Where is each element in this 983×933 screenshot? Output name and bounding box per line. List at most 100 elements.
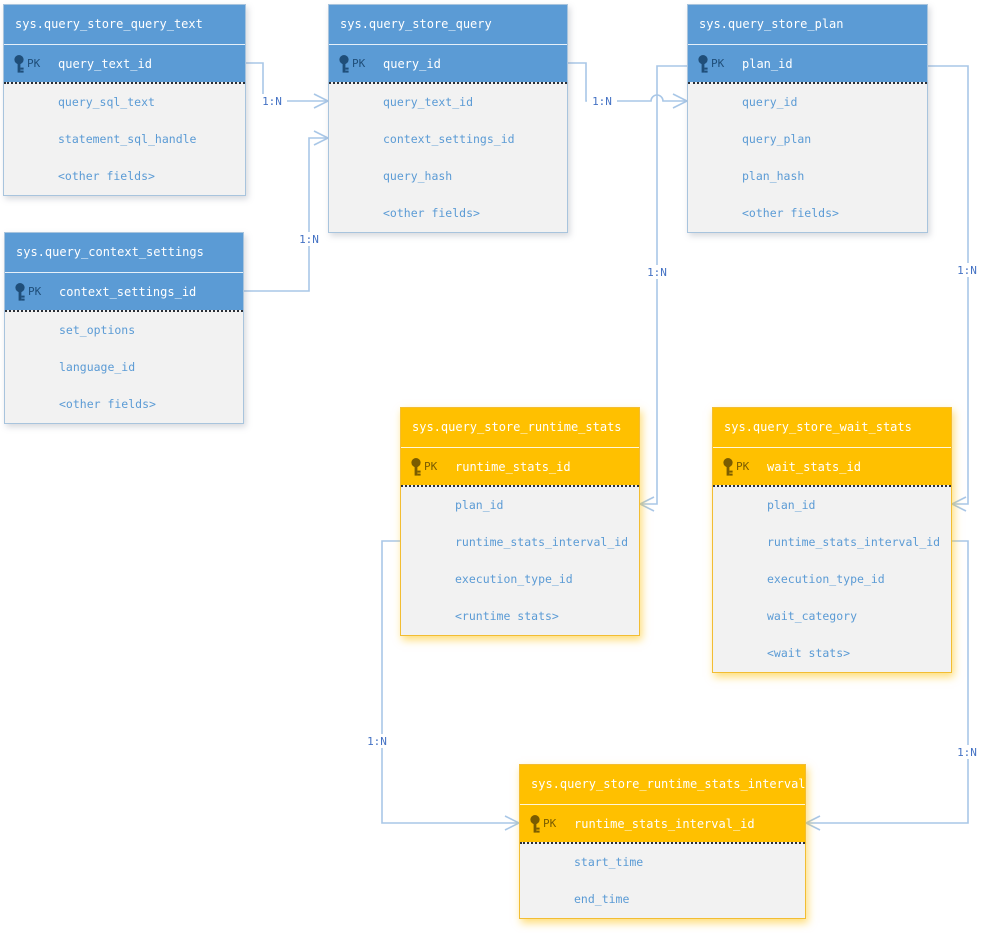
table-query-store-query-text: sys.query_store_query_text PK query_text… [3,4,246,196]
connector-line [246,62,328,102]
arrowhead-icon [950,496,967,512]
key-icon [338,54,351,73]
field-row: end_time [574,892,630,906]
label-backing [952,263,982,277]
pk-field-name: plan_id [742,56,793,71]
pk-row: PK context_settings_id [5,273,243,310]
cardinality-label: 1:N [957,264,977,277]
cardinality-label: 1:N [647,266,667,279]
pk-prefix: PK [520,814,574,833]
table-title: sys.query_store_query_text [4,5,245,45]
key-icon [13,54,26,73]
pk-label: PK [28,285,42,298]
field-row: wait_category [767,609,858,623]
arrowhead-icon [804,815,821,831]
field-row: <other fields> [59,397,156,411]
field-row: <runtime stats> [455,609,559,623]
table-query-store-plan: sys.query_store_plan PK plan_id query_id… [687,4,928,233]
pk-label: PK [27,57,41,70]
field-row: execution_type_id [455,572,573,586]
cardinality-label: 1:N [262,95,282,108]
pk-label: PK [543,817,557,830]
field-row: language_id [59,360,136,374]
pk-prefix: PK [713,457,767,476]
pk-prefix: PK [401,457,455,476]
field-row: runtime_stats_interval_id [767,535,941,549]
key-icon [722,457,735,476]
table-body: start_time end_time [520,842,805,918]
field-row: query_hash [383,169,453,183]
table-body: plan_id runtime_stats_interval_id execut… [401,485,639,635]
key-icon [697,54,710,73]
connector-line [381,540,519,824]
table-query-store-query: sys.query_store_query PK query_id query_… [328,4,568,233]
pk-field-name: runtime_stats_id [455,459,571,474]
field-row: plan_hash [742,169,805,183]
pk-row: PK plan_id [688,45,927,82]
field-row: plan_id [767,498,816,512]
table-body: query_id query_plan plan_hash <other fie… [688,82,927,232]
field-row: runtime_stats_interval_id [455,535,629,549]
pk-prefix: PK [329,54,383,73]
pk-field-name: runtime_stats_interval_id [574,816,755,831]
label-backing [257,94,287,108]
field-row: <wait stats> [767,646,851,660]
table-query-context-settings: sys.query_context_settings PK context_se… [4,232,244,424]
field-row: <other fields> [742,206,839,220]
connector-line [640,65,687,505]
label-backing [362,734,392,748]
table-body: query_sql_text statement_sql_handle <oth… [4,82,245,195]
pk-field-name: query_text_id [58,56,152,71]
label-backing [294,232,324,246]
pk-row: PK runtime_stats_interval_id [520,805,805,842]
key-icon [14,282,27,301]
pk-label: PK [711,57,725,70]
cardinality-label: 1:N [299,233,319,246]
field-row: <other fields> [383,206,480,220]
field-row: execution_type_id [767,572,885,586]
field-row: start_time [574,855,644,869]
table-title: sys.query_store_runtime_stats_interval [520,765,806,805]
field-row: query_text_id [383,95,474,109]
table-body: query_text_id context_settings_id query_… [329,82,567,232]
table-title: sys.query_store_runtime_stats [401,408,639,448]
label-backing [642,265,672,279]
pk-row: PK wait_stats_id [713,448,951,485]
arrowhead-icon [638,496,655,512]
cardinality-label: 1:N [367,735,387,748]
connector-line [928,65,969,505]
pk-label: PK [352,57,366,70]
field-row: query_sql_text [58,95,155,109]
field-row: query_plan [742,132,812,146]
key-icon [529,814,542,833]
table-body: plan_id runtime_stats_interval_id execut… [713,485,951,672]
label-backing [587,94,617,108]
label-backing [952,745,982,759]
pk-label: PK [424,460,438,473]
cardinality-label: 1:N [592,95,612,108]
pk-label: PK [736,460,750,473]
pk-row: PK runtime_stats_id [401,448,639,485]
table-query-store-runtime-stats-interval: sys.query_store_runtime_stats_interval P… [519,764,806,919]
table-query-store-runtime-stats: sys.query_store_runtime_stats PK runtime… [400,407,640,636]
pk-row: PK query_text_id [4,45,245,82]
field-row: context_settings_id [383,132,515,146]
field-row: query_id [742,95,798,109]
pk-field-name: context_settings_id [59,284,197,299]
field-row: plan_id [455,498,504,512]
table-title: sys.query_store_query [329,5,567,45]
connector-line [806,540,969,824]
connector-line [568,62,687,102]
table-body: set_options language_id <other fields> [5,310,243,423]
table-title: sys.query_context_settings [5,233,243,273]
pk-field-name: wait_stats_id [767,459,861,474]
cardinality-label: 1:N [957,746,977,759]
field-row: statement_sql_handle [58,132,197,146]
pk-prefix: PK [4,54,58,73]
table-query-store-wait-stats: sys.query_store_wait_stats PK wait_stats… [712,407,952,673]
pk-prefix: PK [688,54,742,73]
key-icon [410,457,423,476]
connector-line [244,137,328,292]
